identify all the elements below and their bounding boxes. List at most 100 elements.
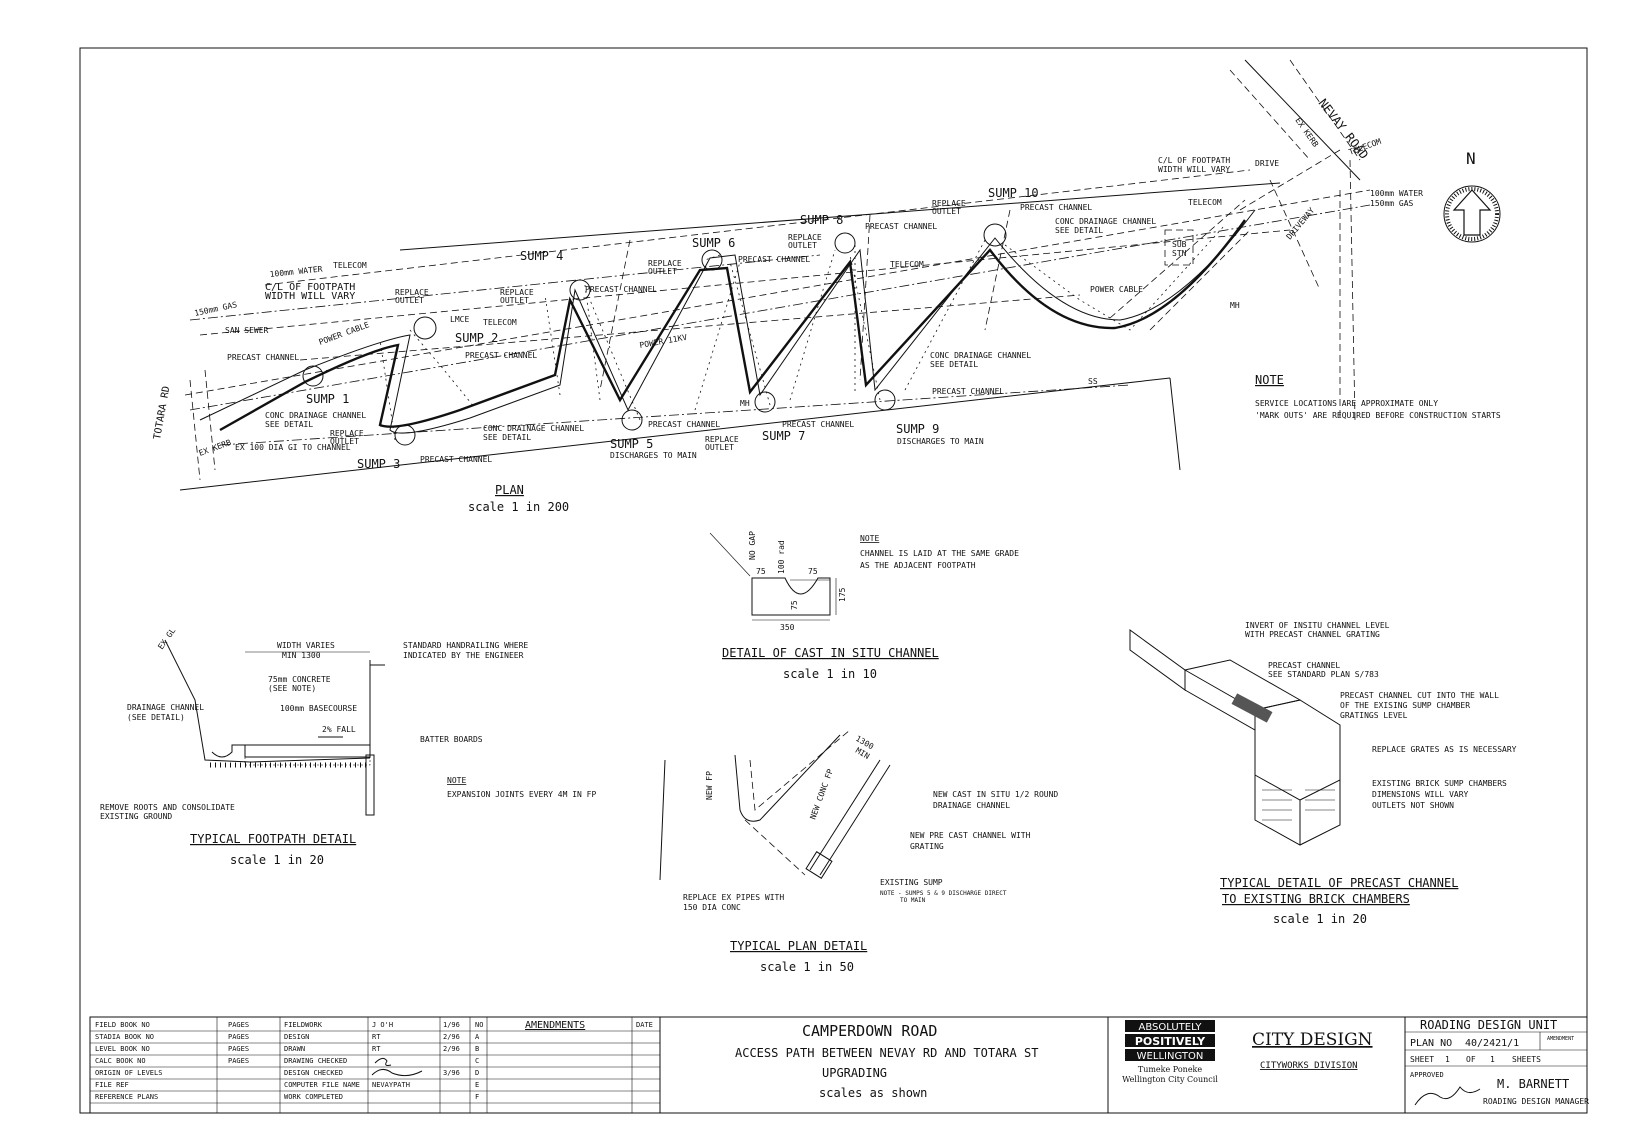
approved-label: APPROVED — [1410, 1071, 1444, 1079]
wcc-logo: ABSOLUTELY POSITIVELY WELLINGTON Tumeke … — [1122, 1020, 1218, 1084]
svg-text:NOTE: NOTE — [447, 776, 466, 785]
label-telecom-1: TELECOM — [333, 261, 367, 270]
sump-7-label: SUMP 7 — [762, 429, 805, 443]
label-water-1: 100mm WATER — [269, 264, 323, 279]
svg-text:EXPANSION JOINTS EVERY 4M IN F: EXPANSION JOINTS EVERY 4M IN FP — [447, 790, 596, 799]
label-ex-pipe: EX 100 DIA GI TO CHANNEL — [235, 443, 351, 452]
title-block-cell-role: DRAWN — [284, 1045, 305, 1053]
label-replace-1b: OUTLET — [395, 296, 424, 305]
sump-10-label: SUMP 10 — [988, 186, 1039, 200]
svg-text:SERVICE LOCATIONS ARE APPROXIM: SERVICE LOCATIONS ARE APPROXIMATE ONLY — [1255, 399, 1438, 408]
svg-text:NOTE: NOTE — [1255, 373, 1284, 387]
svg-text:EXISTING GROUND: EXISTING GROUND — [100, 812, 172, 821]
footpath-detail-title: TYPICAL FOOTPATH DETAIL — [190, 832, 356, 846]
label-conc-2b: SEE DETAIL — [483, 433, 531, 442]
label-sub-1: SUB — [1172, 240, 1187, 249]
title-block-cell-who: RT — [372, 1033, 381, 1041]
signature-drawing-checked — [374, 1057, 392, 1066]
label-replace-5a: REPLACE — [705, 435, 739, 444]
amendments-header: AMENDMENTS — [525, 1020, 585, 1031]
approval-signature — [1414, 1086, 1481, 1106]
label-cl-footpath-2b: WIDTH WILL VARY — [1158, 165, 1230, 174]
svg-text:NEW PRE CAST CHANNEL WITH: NEW PRE CAST CHANNEL WITH — [910, 831, 1031, 840]
svg-text:EXISTING BRICK SUMP CHAMBERS: EXISTING BRICK SUMP CHAMBERS — [1372, 779, 1507, 788]
plan-scale: scale 1 in 200 — [468, 500, 569, 514]
title-block-cell-role: DESIGN — [284, 1033, 309, 1041]
title-block-cell-book: LEVEL BOOK NO — [95, 1045, 150, 1053]
title-block-cell-no: D — [475, 1069, 479, 1077]
title-block-cell-no: E — [475, 1081, 479, 1089]
svg-text:BATTER BOARDS: BATTER BOARDS — [420, 735, 483, 744]
svg-text:PRECAST CHANNEL: PRECAST CHANNEL — [1268, 661, 1340, 670]
label-ss: SS — [1088, 377, 1098, 386]
label-replace-4a: REPLACE — [648, 259, 682, 268]
drainage-channel — [219, 219, 1246, 432]
label-replace-5b: OUTLET — [705, 443, 734, 452]
label-mh-2: MH — [740, 399, 750, 408]
svg-text:Wellington City Council: Wellington City Council — [1122, 1075, 1218, 1084]
label-telecom-4: TELECOM — [1188, 198, 1222, 207]
date-header: DATE — [636, 1021, 653, 1029]
title-block-cell-role: DRAWING CHECKED — [284, 1057, 347, 1065]
label-telecom-3: TELECOM — [890, 260, 924, 269]
svg-text:100 rad: 100 rad — [777, 540, 786, 574]
sump-6-symbol — [701, 249, 723, 271]
svg-text:ABSOLUTELY: ABSOLUTELY — [1139, 1022, 1203, 1033]
title-block-cell-no: B — [475, 1045, 479, 1053]
label-cl-footpath-1b: WIDTH WILL VARY — [265, 291, 355, 302]
svg-text:WIDTH VARIES: WIDTH VARIES — [277, 641, 335, 650]
label-replace-1a: REPLACE — [395, 288, 429, 297]
title-block-cell-who: J O'H — [372, 1021, 393, 1029]
label-conc-2a: CONC DRAINAGE CHANNEL — [483, 424, 584, 433]
precast-channel-detail: INVERT OF INSITU CHANNEL LEVEL WITH PREC… — [1129, 621, 1517, 926]
sump-9-symbol — [874, 389, 896, 411]
label-replace-6a: REPLACE — [788, 233, 822, 242]
title-block-cell-pages: PAGES — [228, 1057, 249, 1065]
title-block-cell-who: NEVAYPATH — [372, 1081, 410, 1089]
label-gas-2: 150mm GAS — [1370, 199, 1414, 208]
label-replace-3b: OUTLET — [330, 437, 359, 446]
svg-text:DRAINAGE CHANNEL: DRAINAGE CHANNEL — [127, 703, 204, 712]
title-block-cell-role: DESIGN CHECKED — [284, 1069, 343, 1077]
label-conc-3a: CONC DRAINAGE CHANNEL — [930, 351, 1031, 360]
label-water-2: 100mm WATER — [1370, 189, 1423, 198]
sump-9-label: SUMP 9 — [896, 422, 939, 436]
svg-text:'MARK OUTS' ARE REQUIRED BEFOR: 'MARK OUTS' ARE REQUIRED BEFORE CONSTRUC… — [1255, 411, 1501, 420]
svg-text:SEE STANDARD PLAN S/783: SEE STANDARD PLAN S/783 — [1268, 670, 1379, 679]
plan-no-label: PLAN NO — [1410, 1038, 1452, 1049]
title-block-cell-date: 2/96 — [443, 1033, 460, 1041]
label-conc-1a: CONC DRAINAGE CHANNEL — [265, 411, 366, 420]
approver-role: ROADING DESIGN MANAGER — [1483, 1097, 1589, 1106]
label-precast-4: PRECAST CHANNEL — [585, 285, 657, 294]
cast-in-situ-detail: NO GAP 75 75 100 rad 350 175 75 NOTE CHA… — [709, 531, 1019, 681]
svg-text:INVERT OF INSITU CHANNEL LEVEL: INVERT OF INSITU CHANNEL LEVEL — [1245, 621, 1390, 630]
service-note: NOTE SERVICE LOCATIONS ARE APPROXIMATE O… — [1255, 373, 1501, 420]
svg-text:(SEE DETAIL): (SEE DETAIL) — [127, 713, 185, 722]
svg-text:REPLACE EX PIPES WITH: REPLACE EX PIPES WITH — [683, 893, 784, 902]
label-lmce: LMCE — [450, 315, 469, 324]
sump-2-symbol — [413, 316, 437, 340]
title-block-cell-pages: PAGES — [228, 1021, 249, 1029]
title-block-cell-book: STADIA BOOK NO — [95, 1033, 154, 1041]
precast-detail-scale: scale 1 in 20 — [1273, 912, 1367, 926]
plan-detail-title: TYPICAL PLAN DETAIL — [730, 939, 867, 953]
footpath-centerline — [199, 209, 1256, 434]
title-block-cell-no: C — [475, 1057, 479, 1065]
footpath-detail: EX GL WIDTH VARIES MIN 1300 STANDARD HAN… — [100, 626, 596, 867]
svg-text:Tumeke Poneke: Tumeke Poneke — [1138, 1065, 1203, 1074]
svg-text:2% FALL: 2% FALL — [322, 725, 356, 734]
label-discharge-9: DISCHARGES TO MAIN — [897, 437, 984, 446]
project-upgrade: UPGRADING — [822, 1066, 887, 1080]
sump-7-symbol — [754, 391, 776, 413]
road-totara: TOTARA RD — [152, 385, 172, 440]
sump-8-label: SUMP 8 — [800, 213, 843, 227]
city-design: CITY DESIGN — [1252, 1030, 1373, 1050]
svg-text:175: 175 — [838, 587, 847, 602]
svg-text:OF THE EXISING SUMP CHAMBER: OF THE EXISING SUMP CHAMBER — [1340, 701, 1470, 710]
label-replace-2b: OUTLET — [500, 296, 529, 305]
svg-text:NOTE - SUMPS 5 & 9 DISCHARGE D: NOTE - SUMPS 5 & 9 DISCHARGE DIRECT — [880, 890, 1007, 897]
footpath-detail-scale: scale 1 in 20 — [230, 853, 324, 867]
